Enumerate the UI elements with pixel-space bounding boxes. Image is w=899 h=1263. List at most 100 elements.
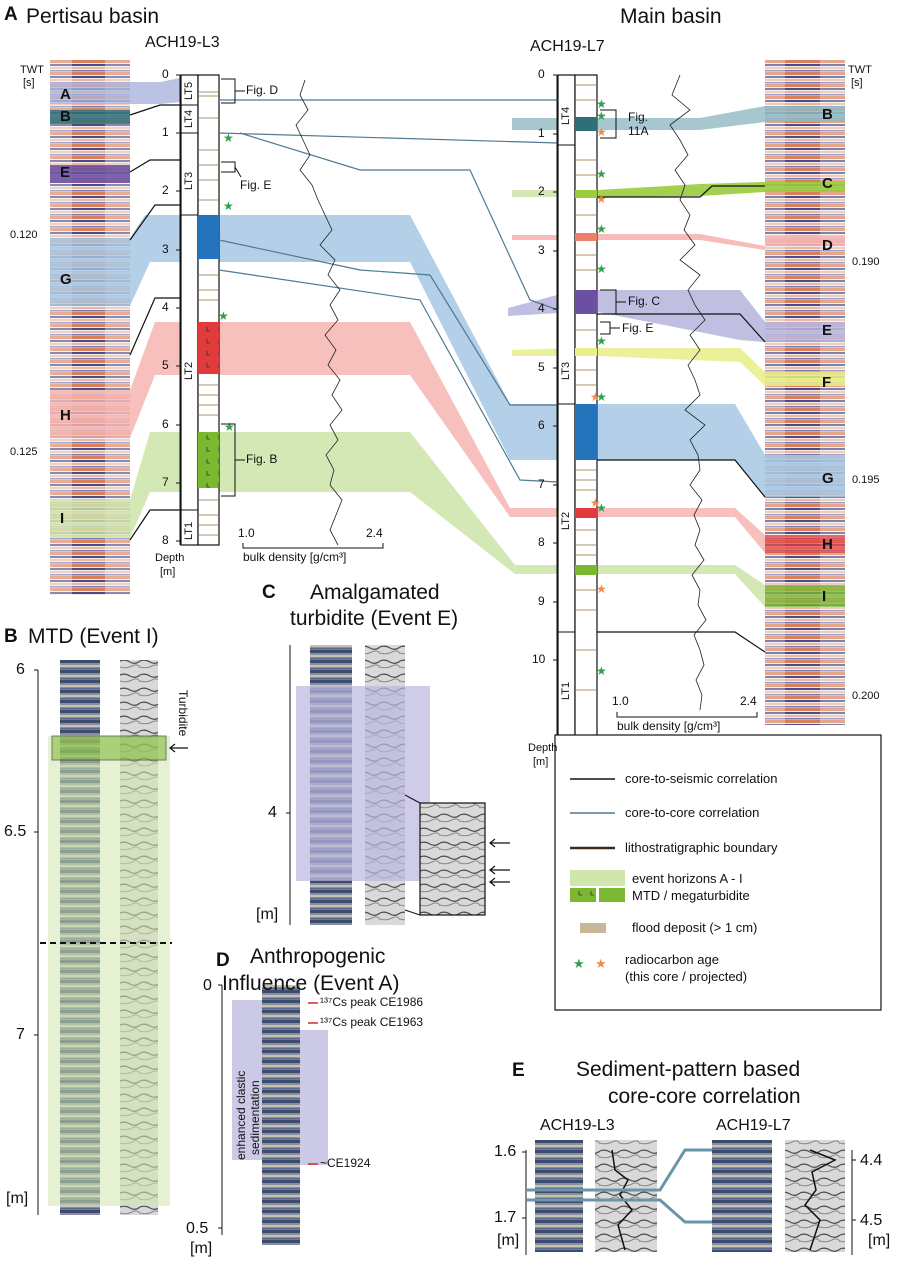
panel-d-ann-1986: ¹³⁷Cs peak CE1986 <box>320 995 424 1009</box>
fig-ref-e-left: Fig. E <box>240 178 272 192</box>
left-density-label: bulk density [g/cm³] <box>243 550 347 564</box>
left-unit-lt2: LT2 <box>183 361 195 380</box>
right-core-name: ACH19-L7 <box>530 38 605 55</box>
fig-ref-11a-a: Fig. <box>628 110 649 124</box>
event-letter-right-e: E <box>822 322 833 339</box>
left-core-name: ACH19-L3 <box>145 34 220 51</box>
event-letter-left-e: E <box>60 164 71 181</box>
left-unit-lt1: LT1 <box>183 521 195 540</box>
legend-box: ★ ★ <box>554 734 882 1011</box>
fig-ref-c: Fig. C <box>628 294 661 308</box>
panel-c-title-2: turbidite (Event E) <box>290 607 459 630</box>
fig-ref-11a-b: 11A <box>628 124 649 138</box>
density-axes <box>242 543 758 718</box>
panel-e-left-unit: [m] <box>497 1232 520 1249</box>
correlation-bands <box>130 78 765 607</box>
core-to-core-lines <box>218 99 559 483</box>
right-depth-tick-0: 0 <box>538 67 545 81</box>
svg-text:★: ★ <box>223 199 234 213</box>
radiocarbon-stars: ★ ★ ★ ★ ★ ★ ★ ★ ★ ★ ★ ★ ★ ★ ★ ★ ★ ★ <box>218 97 607 678</box>
svg-text:★: ★ <box>596 582 607 596</box>
right-twt-tick-2: 0.200 <box>852 690 880 702</box>
right-density-label: bulk density [g/cm³] <box>617 719 721 733</box>
right-depth-tick-10: 10 <box>532 652 546 666</box>
left-depth-axis <box>176 74 181 545</box>
core-to-seismic-lines <box>129 104 766 653</box>
panel-b-tick-2: 7 <box>16 1026 25 1043</box>
panel-b-turbidite-label: Turbidite <box>176 690 190 737</box>
svg-text:★: ★ <box>573 957 585 972</box>
panel-d-ann-1963: ¹³⁷Cs peak CE1963 <box>320 1015 424 1029</box>
legend-litho-boundary: lithostratigraphic boundary <box>625 840 778 855</box>
right-depth-label: Depth <box>528 742 558 754</box>
fig-ref-b: Fig. B <box>246 452 278 466</box>
panel-b-title: MTD (Event I) <box>28 625 159 648</box>
panel-b-graphics <box>34 660 188 1215</box>
panel-e-right-core: ACH19-L7 <box>716 1117 791 1134</box>
panel-d-vertical-label-2: sedimentation <box>248 1080 262 1155</box>
event-letter-left-b: B <box>60 108 71 125</box>
right-seismic-event-bands <box>765 106 845 607</box>
right-depth-tick-3: 3 <box>538 243 545 257</box>
left-depth-tick-4: 4 <box>162 300 169 314</box>
panel-d-tick-1: 0.5 <box>186 1220 209 1237</box>
event-letter-right-c: C <box>822 175 833 192</box>
seismic-right <box>765 60 845 725</box>
svg-text:★: ★ <box>596 334 607 348</box>
density-curve-left <box>295 79 343 546</box>
panel-d-ann-1924: ~CE1924 <box>320 1156 371 1170</box>
right-basin-title: Main basin <box>620 5 722 28</box>
fig-ref-d: Fig. D <box>246 83 279 97</box>
panel-e-right-tick-0: 4.4 <box>860 1152 883 1169</box>
svg-text:★: ★ <box>596 125 607 139</box>
legend-event-horizons: event horizons A - I <box>632 871 743 886</box>
svg-text:★: ★ <box>596 167 607 181</box>
legend-mtd: MTD / megaturbidite <box>632 888 750 903</box>
event-letter-right-b: B <box>822 106 833 123</box>
panel-e-left-tick-1: 1.7 <box>494 1209 517 1226</box>
fig-brackets <box>221 78 626 497</box>
left-seismic-event-bands <box>50 82 130 538</box>
svg-text:★: ★ <box>223 131 234 145</box>
right-depth-tick-9: 9 <box>538 594 545 608</box>
right-depth-unit: [m] <box>533 756 549 768</box>
event-letter-right-h: H <box>822 536 833 553</box>
right-unit-lt3: LT3 <box>560 361 572 380</box>
left-unit-lt4: LT4 <box>183 109 195 128</box>
panel-b-unit: [m] <box>6 1190 29 1207</box>
panel-d-tick-0: 0 <box>203 977 212 994</box>
event-letter-right-d: D <box>822 237 833 254</box>
left-twt-tick-0: 0.120 <box>10 229 38 241</box>
right-twt-tick-0: 0.190 <box>852 256 880 268</box>
right-depth-tick-7: 7 <box>538 477 545 491</box>
event-letter-left-h: H <box>60 407 71 424</box>
event-letter-left-a: A <box>60 86 71 103</box>
legend-radiocarbon-sub: (this core / projected) <box>625 969 748 984</box>
right-unit-lt2: LT2 <box>560 511 572 530</box>
panel-d-title-1: Anthropogenic <box>250 945 386 968</box>
right-depth-tick-1: 1 <box>538 126 545 140</box>
svg-text:★: ★ <box>596 501 607 515</box>
left-depth-tick-5: 5 <box>162 358 169 372</box>
right-twt-label: TWT <box>848 64 872 76</box>
event-letter-right-g: G <box>822 470 834 487</box>
panel-a-label: A <box>4 4 18 25</box>
right-twt-unit: [s] <box>851 77 863 89</box>
left-depth-label: Depth <box>155 552 185 564</box>
panel-c-label: C <box>262 582 276 603</box>
event-letter-right-f: F <box>822 374 832 391</box>
right-depth-tick-4: 4 <box>538 301 545 315</box>
event-letter-right-i: I <box>822 588 827 605</box>
right-depth-tick-2: 2 <box>538 184 545 198</box>
left-depth-unit: [m] <box>160 566 176 578</box>
svg-text:★: ★ <box>596 192 607 206</box>
right-depth-tick-8: 8 <box>538 535 545 549</box>
panel-d-title-2: Influence (Event A) <box>222 972 400 995</box>
svg-text:★: ★ <box>595 957 607 972</box>
left-depth-tick-1: 1 <box>162 125 169 139</box>
right-density-max: 2.4 <box>740 694 757 708</box>
panel-e-right-tick-1: 4.5 <box>860 1212 883 1229</box>
panel-c-graphics <box>286 645 510 925</box>
left-depth-tick-8: 8 <box>162 533 169 547</box>
